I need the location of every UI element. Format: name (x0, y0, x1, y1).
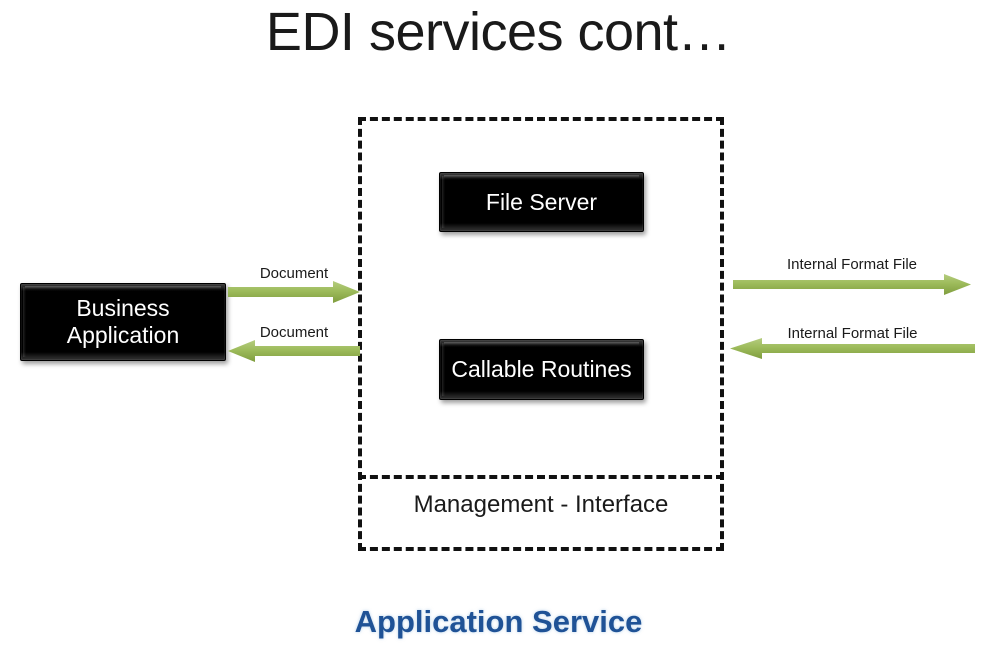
page-title: EDI services cont… (265, 2, 732, 62)
management-interface-divider (358, 475, 724, 479)
arrow-label-document-out: Document (259, 265, 329, 282)
bevel-highlight-left (23, 287, 26, 357)
arrow-label-internal-format-file-out: Internal Format File (786, 256, 918, 273)
bevel-highlight-left (442, 176, 445, 228)
arrow-document-out (228, 281, 360, 303)
business-application-label: Business Application (67, 295, 180, 348)
arrow-internal-format-file-out (733, 273, 971, 295)
arrow-document-in (228, 340, 360, 362)
file-server-box[interactable]: File Server (439, 172, 644, 232)
arrow-label-document-in: Document (259, 324, 329, 341)
bevel-highlight-top (444, 175, 639, 178)
bevel-highlight-left (442, 343, 445, 396)
arrow-label-internal-format-file-in: Internal Format File (787, 325, 918, 342)
slide-caption: Application Service (354, 604, 643, 639)
management-interface-label: Management - Interface (413, 491, 669, 518)
callable-routines-box[interactable]: Callable Routines (439, 339, 644, 400)
bevel-highlight-top (444, 342, 639, 345)
business-application-label-line2: Application (66, 322, 180, 348)
callable-routines-label: Callable Routines (451, 356, 632, 383)
file-server-label: File Server (485, 188, 598, 215)
bevel-highlight-top (25, 286, 221, 289)
business-application-box[interactable]: Business Application (20, 283, 226, 361)
application-service-boundary (358, 117, 724, 551)
business-application-label-line1: Business (76, 295, 170, 322)
arrow-internal-format-file-in (730, 337, 975, 359)
